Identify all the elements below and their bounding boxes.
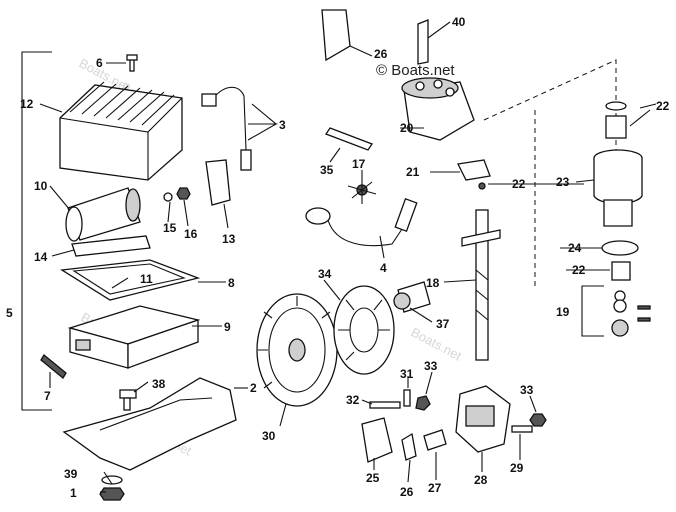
callout-9: 9 bbox=[224, 320, 231, 334]
part-rotor bbox=[457, 159, 491, 181]
part-nut bbox=[99, 487, 125, 501]
part-bushing bbox=[605, 115, 627, 139]
callout-22b: 22 bbox=[512, 177, 526, 191]
part-sensor bbox=[393, 281, 431, 313]
part-pin bbox=[637, 317, 651, 322]
callout-27: 27 bbox=[428, 481, 442, 495]
callout-19: 19 bbox=[556, 305, 570, 319]
callout-18: 18 bbox=[426, 276, 440, 290]
callout-17: 17 bbox=[352, 157, 366, 171]
callout-26-lower: 26 bbox=[400, 485, 414, 499]
bracket-group-19 bbox=[581, 285, 604, 337]
part-clip bbox=[417, 19, 429, 65]
part-nut bbox=[478, 182, 486, 190]
callout-6: 6 bbox=[96, 56, 103, 70]
callout-32: 32 bbox=[346, 393, 360, 407]
callout-24: 24 bbox=[568, 241, 582, 255]
part-o-ring bbox=[601, 240, 639, 256]
callout-21: 21 bbox=[406, 165, 420, 179]
part-clip bbox=[423, 429, 447, 451]
part-screw bbox=[403, 389, 411, 407]
callout-4: 4 bbox=[380, 261, 387, 275]
bracket-dashed bbox=[483, 59, 617, 180]
part-distributor-housing bbox=[593, 149, 643, 227]
part-distributor-cap bbox=[401, 77, 475, 141]
bracket-group-5 bbox=[21, 51, 52, 411]
part-connector bbox=[321, 9, 351, 62]
callout-30: 30 bbox=[262, 429, 276, 443]
callout-1: 1 bbox=[70, 486, 77, 500]
part-bracket bbox=[205, 159, 231, 206]
part-ignition-lead bbox=[201, 86, 252, 171]
callout-26: 26 bbox=[374, 47, 388, 61]
part-ignition-coil bbox=[65, 187, 141, 242]
part-wire-strip bbox=[40, 354, 67, 379]
callout-35: 35 bbox=[320, 163, 334, 177]
callout-22c: 22 bbox=[572, 263, 586, 277]
part-control-module bbox=[59, 81, 183, 181]
part-electronic-box bbox=[67, 305, 201, 369]
part-stator bbox=[333, 285, 395, 375]
part-terminal-strip bbox=[325, 127, 373, 151]
callout-23: 23 bbox=[556, 175, 570, 189]
part-washer bbox=[613, 299, 627, 313]
callout-10: 10 bbox=[34, 179, 48, 193]
part-washer bbox=[101, 475, 123, 485]
part-nut bbox=[415, 395, 431, 411]
callout-39: 39 bbox=[64, 467, 78, 481]
part-bolt bbox=[119, 389, 137, 411]
part-mounting-plate bbox=[71, 235, 151, 257]
callout-14: 14 bbox=[34, 250, 48, 264]
callout-20: 20 bbox=[400, 121, 414, 135]
callout-33a: 33 bbox=[424, 359, 438, 373]
part-gasket bbox=[60, 259, 201, 301]
callout-37: 37 bbox=[436, 317, 450, 331]
part-nut bbox=[176, 187, 191, 200]
callout-29: 29 bbox=[510, 461, 524, 475]
callout-25: 25 bbox=[366, 471, 380, 485]
callout-38: 38 bbox=[152, 377, 166, 391]
callout-11: 11 bbox=[140, 272, 153, 286]
callout-2: 2 bbox=[250, 381, 257, 395]
part-pin bbox=[637, 305, 651, 310]
callout-28: 28 bbox=[474, 473, 488, 487]
part-bushing bbox=[611, 261, 631, 281]
callout-3: 3 bbox=[279, 118, 286, 132]
callout-12: 12 bbox=[20, 97, 34, 111]
leader-lines bbox=[39, 21, 657, 493]
callout-15: 15 bbox=[163, 221, 177, 235]
callout-33b: 33 bbox=[520, 383, 534, 397]
callout-13: 13 bbox=[222, 232, 236, 246]
part-gear bbox=[611, 319, 629, 337]
part-nut bbox=[529, 413, 547, 427]
callout-31: 31 bbox=[400, 367, 414, 381]
part-module bbox=[361, 417, 393, 463]
callout-16: 16 bbox=[184, 227, 198, 241]
part-spider bbox=[347, 176, 377, 204]
callout-8: 8 bbox=[228, 276, 235, 290]
part-amplifier bbox=[455, 385, 511, 453]
part-flywheel bbox=[256, 293, 338, 407]
copyright-notice: © Boats.net bbox=[376, 62, 455, 79]
part-bolt bbox=[369, 401, 401, 409]
part-distributor-shaft bbox=[461, 209, 501, 361]
part-coil-lead bbox=[305, 198, 418, 247]
part-screw bbox=[126, 54, 138, 72]
callout-34: 34 bbox=[318, 267, 332, 281]
callout-7: 7 bbox=[44, 389, 51, 403]
part-mounting-bracket bbox=[62, 377, 237, 471]
callout-22a: 22 bbox=[656, 99, 670, 113]
callout-5: 5 bbox=[6, 306, 13, 320]
part-bolt bbox=[511, 425, 533, 433]
part-washer bbox=[605, 101, 627, 111]
part-clip bbox=[401, 432, 417, 461]
callout-40: 40 bbox=[452, 15, 466, 29]
part-washer bbox=[163, 192, 173, 202]
